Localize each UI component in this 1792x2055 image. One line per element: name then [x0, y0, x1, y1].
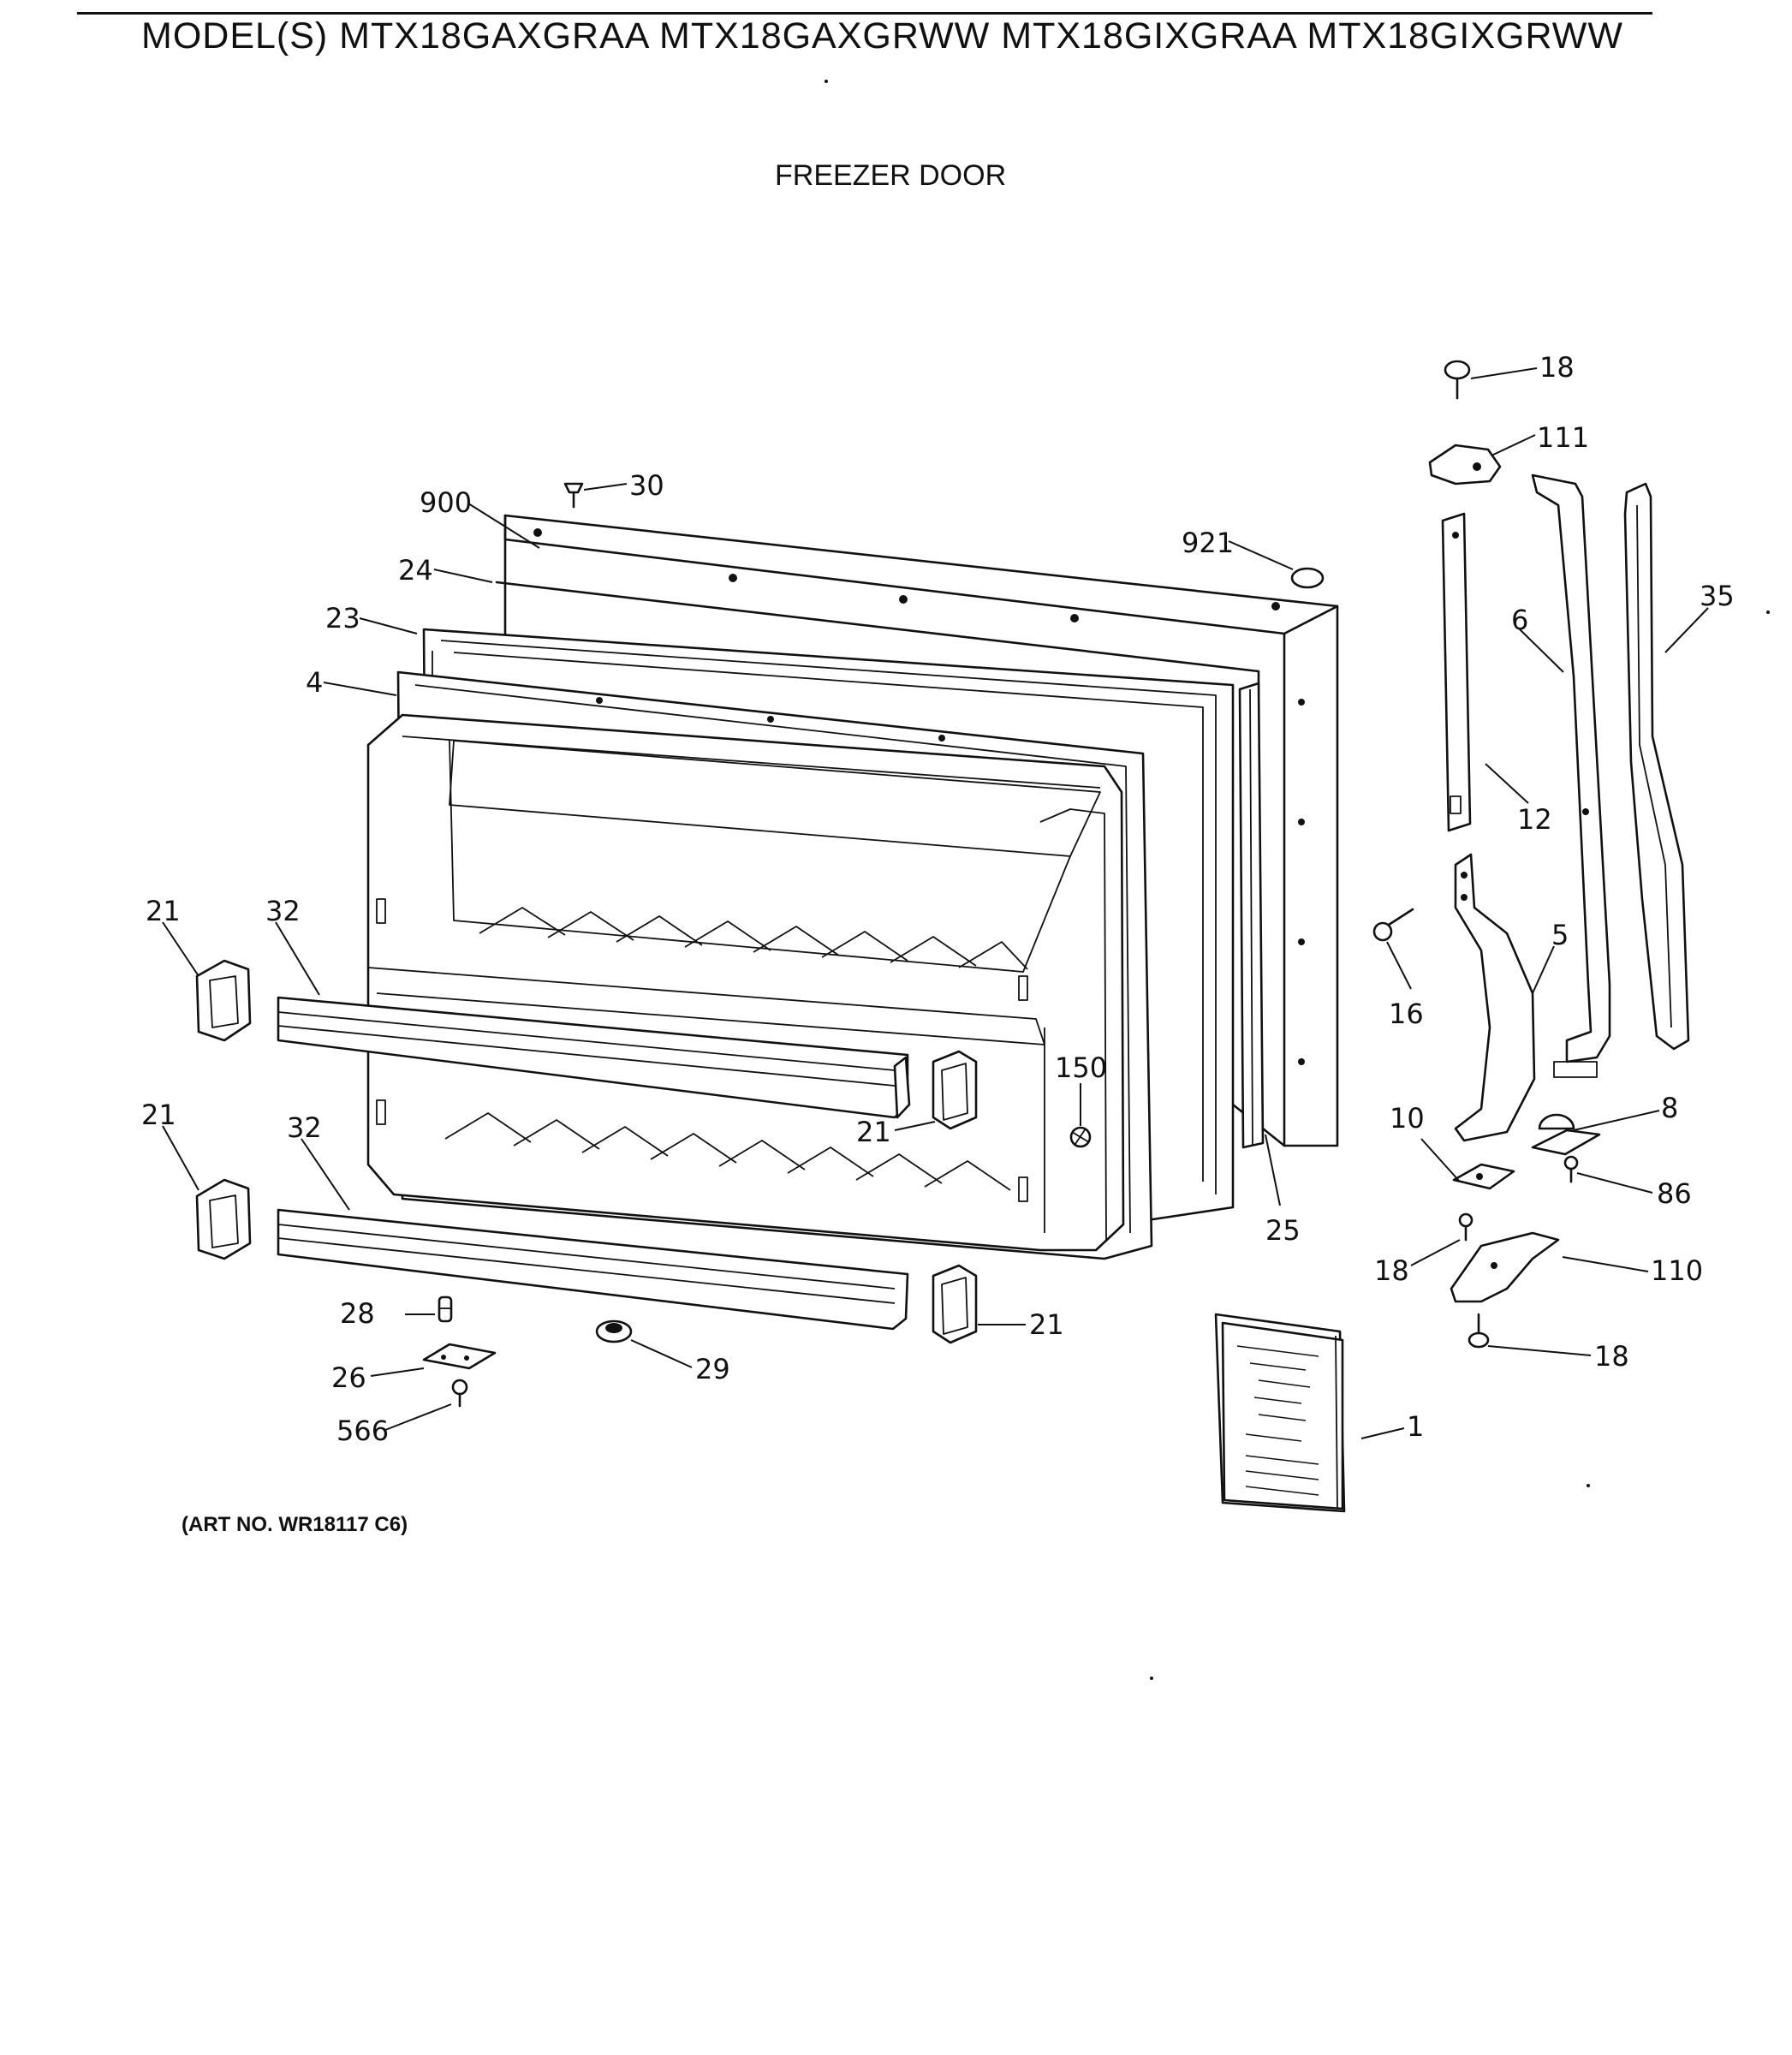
model-numbers: MODEL(S) MTX18GAXGRAA MTX18GAXGRWW MTX18…	[141, 15, 1623, 57]
callout-900: 900	[420, 486, 472, 519]
art-number: (ART NO. WR18117 C6)	[182, 1513, 408, 1536]
section-title: FREEZER DOOR	[775, 159, 1007, 192]
owner-manual	[1214, 1313, 1346, 1513]
callout-1: 1	[1407, 1410, 1424, 1443]
shelf-end-cap-upper-left	[195, 959, 252, 1042]
screw-18-low	[1468, 1313, 1490, 1349]
callout-24: 24	[398, 554, 433, 587]
callout-32-a: 32	[265, 895, 301, 927]
callout-16: 16	[1389, 998, 1424, 1030]
callout-18-mid: 18	[1374, 1254, 1409, 1287]
callout-26: 26	[331, 1361, 366, 1394]
hinge-110	[1450, 1231, 1560, 1303]
callout-29: 29	[695, 1353, 730, 1385]
screw-566	[451, 1379, 468, 1408]
plug	[1290, 567, 1325, 589]
callout-6: 6	[1511, 604, 1528, 636]
callout-86: 86	[1657, 1177, 1692, 1210]
shelf-bar-upper	[277, 996, 911, 1119]
callout-18-top: 18	[1539, 351, 1575, 384]
hinge-cover-111	[1428, 444, 1502, 485]
breaker-strip	[1238, 682, 1265, 1149]
callout-labels: 18 111 30 900 921 24 35 23 6 4 12 21 32 …	[141, 351, 1735, 1447]
shelf-bar-lower	[277, 1208, 909, 1331]
callout-150: 150	[1055, 1051, 1107, 1084]
callout-28: 28	[340, 1297, 375, 1330]
screw-30	[563, 482, 584, 509]
handle-end-5	[1454, 853, 1536, 1142]
screw-150	[1069, 1126, 1092, 1148]
shelf-end-cap-upper-right	[932, 1050, 978, 1130]
callout-12: 12	[1517, 803, 1552, 836]
screw-86	[1563, 1155, 1579, 1183]
callout-30: 30	[629, 469, 664, 502]
inner-liner-tub	[366, 713, 1125, 1252]
callout-21-a: 21	[146, 895, 181, 927]
header-rule	[77, 12, 1652, 15]
door-handle-35	[1623, 482, 1690, 1051]
callout-4: 4	[306, 666, 323, 699]
handle-trim-6	[1531, 474, 1611, 1078]
stop-8	[1531, 1113, 1601, 1156]
handle-bracket-12	[1441, 512, 1472, 832]
callout-5: 5	[1551, 919, 1569, 951]
callout-8: 8	[1661, 1092, 1678, 1124]
pin-28	[438, 1296, 453, 1323]
callout-111: 111	[1537, 421, 1589, 454]
scan-specks	[825, 80, 1770, 1680]
shelf-end-cap-lower-right	[932, 1264, 978, 1344]
callout-18-low: 18	[1594, 1340, 1629, 1373]
shelf-end-cap-lower-left	[195, 1178, 252, 1260]
callout-23: 23	[325, 602, 360, 634]
callout-10: 10	[1390, 1102, 1425, 1135]
bumper-29	[595, 1319, 633, 1343]
bracket-26	[422, 1343, 497, 1370]
screw-18-mid	[1458, 1212, 1473, 1242]
leader-lines	[162, 367, 1709, 1439]
callout-25: 25	[1265, 1214, 1301, 1247]
screw-18-top	[1444, 360, 1471, 400]
callout-32-b: 32	[287, 1111, 322, 1144]
callout-110: 110	[1651, 1254, 1703, 1287]
hinge-bracket-10	[1452, 1163, 1515, 1190]
callout-566: 566	[336, 1415, 389, 1447]
callout-921: 921	[1182, 527, 1234, 559]
screw-16	[1372, 908, 1414, 942]
callout-21-d: 21	[1029, 1308, 1064, 1341]
callout-35: 35	[1700, 580, 1735, 612]
callout-21-b: 21	[141, 1099, 176, 1131]
callout-21-c: 21	[856, 1116, 891, 1148]
